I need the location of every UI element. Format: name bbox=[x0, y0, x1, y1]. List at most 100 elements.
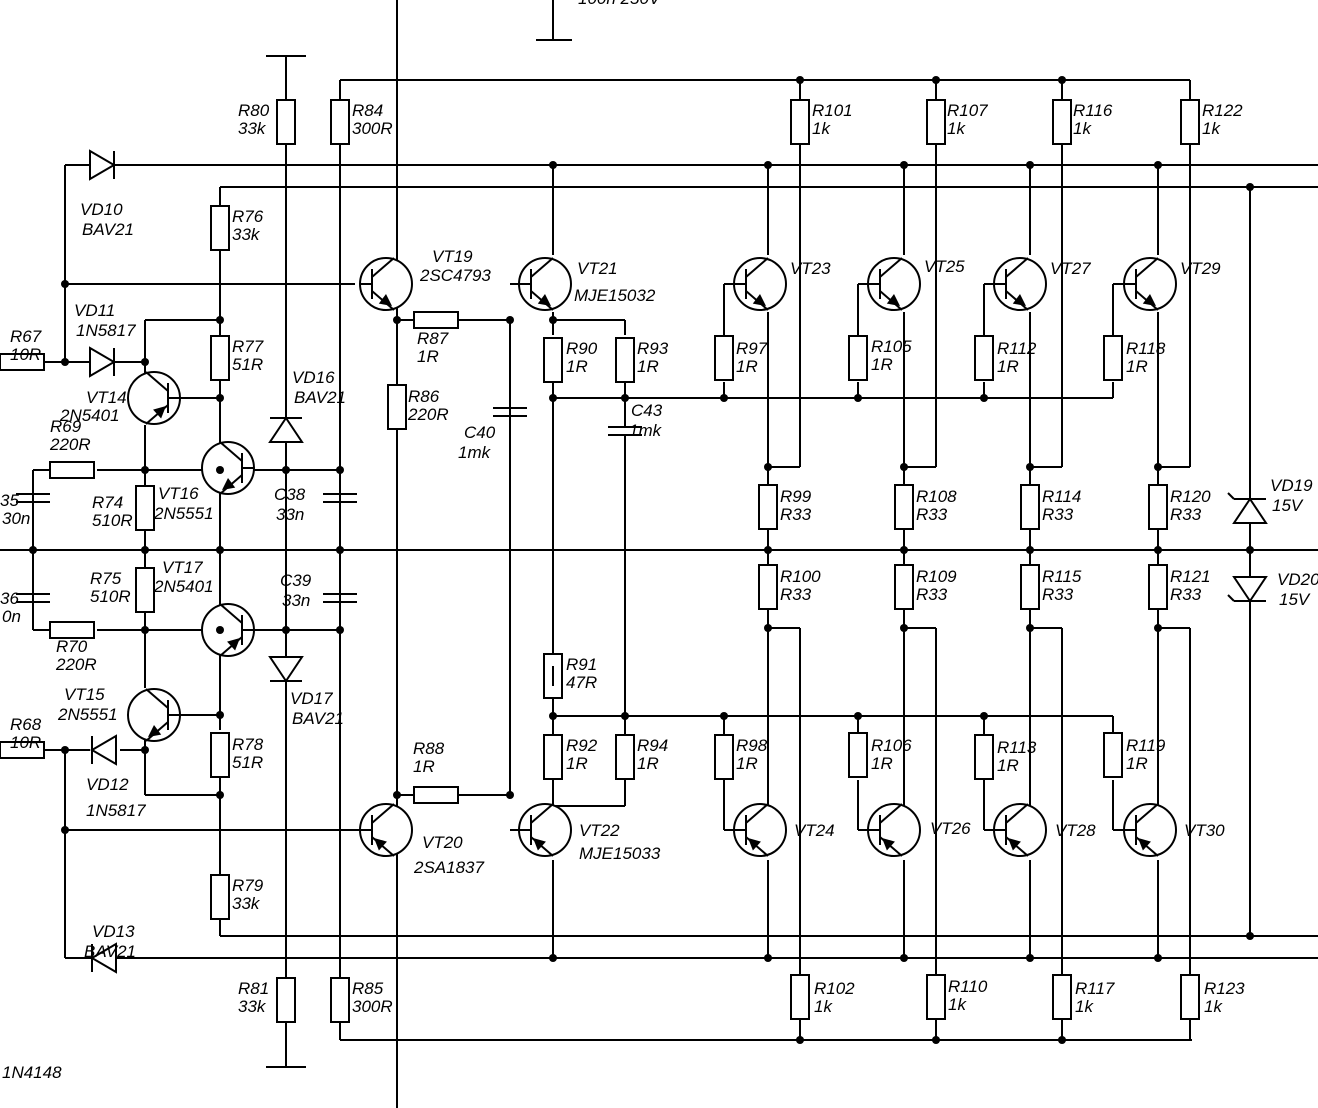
r119-value: 1R bbox=[1126, 754, 1148, 773]
junction-dot bbox=[282, 626, 290, 634]
junction-dot bbox=[141, 746, 149, 754]
junction-dot bbox=[216, 394, 224, 402]
junction-dot bbox=[1154, 463, 1162, 471]
r85-resistor bbox=[330, 977, 350, 1023]
r84-value: 300R bbox=[352, 119, 393, 138]
r90-value: 1R bbox=[566, 357, 588, 376]
junction-dot bbox=[506, 791, 514, 799]
r120-resistor bbox=[1148, 484, 1168, 530]
vt22-emitter-arrow bbox=[533, 838, 546, 851]
r117-value: 1k bbox=[1075, 997, 1094, 1016]
vt27-collector-leg bbox=[1005, 257, 1029, 278]
vt17-collector-leg bbox=[219, 603, 243, 624]
junction-dot bbox=[764, 954, 772, 962]
vt16-type: 2N5551 bbox=[153, 504, 214, 523]
vt27-ref: VT27 bbox=[1050, 259, 1091, 278]
bottom-note-label: 1N4148 bbox=[2, 1063, 62, 1082]
junction-dot bbox=[393, 791, 401, 799]
r79-ref: R79 bbox=[232, 876, 264, 895]
r118-value: 1R bbox=[1126, 357, 1148, 376]
r119-ref: R119 bbox=[1126, 736, 1166, 755]
r86-ref: R86 bbox=[408, 387, 440, 406]
c40-ref: C40 bbox=[464, 423, 496, 442]
r120-ref: R120 bbox=[1170, 487, 1211, 506]
r80-resistor bbox=[276, 99, 296, 145]
junction-dot bbox=[506, 316, 514, 324]
r94-resistor bbox=[615, 734, 635, 780]
junction-dot bbox=[141, 466, 149, 474]
r93-ref: R93 bbox=[637, 339, 669, 358]
vt21-ref: VT21 bbox=[577, 259, 618, 278]
junction-dot bbox=[720, 712, 728, 720]
r94-ref: R94 bbox=[637, 736, 668, 755]
r120-value: R33 bbox=[1170, 505, 1202, 524]
r69-value: 220R bbox=[49, 435, 91, 454]
r74-resistor bbox=[135, 485, 155, 531]
r107-resistor bbox=[926, 99, 946, 145]
junction-dot bbox=[61, 358, 69, 366]
vt14-ref: VT14 bbox=[86, 388, 127, 407]
c35-ref: 35 bbox=[0, 491, 19, 510]
c39-ref: C39 bbox=[280, 571, 312, 590]
r98-resistor bbox=[714, 734, 734, 780]
r84-ref: R84 bbox=[352, 101, 383, 120]
c38-value: 33n bbox=[276, 505, 304, 524]
r108-ref: R108 bbox=[916, 487, 957, 506]
r106-resistor bbox=[848, 732, 868, 778]
junction-dot bbox=[796, 76, 804, 84]
r106-ref: R106 bbox=[871, 736, 912, 755]
r102-resistor bbox=[790, 974, 810, 1020]
vt22-collector-leg bbox=[530, 803, 554, 824]
junction-dot bbox=[141, 358, 149, 366]
r121-resistor bbox=[1148, 564, 1168, 610]
vd12-ref: VD12 bbox=[86, 775, 129, 794]
r70-value: 220R bbox=[55, 655, 97, 674]
r102-ref: R102 bbox=[814, 979, 855, 998]
r118-ref: R118 bbox=[1126, 339, 1166, 358]
r101-ref: R101 bbox=[812, 101, 853, 120]
vd19-zener-tab bbox=[1227, 492, 1235, 500]
top-fragment-label: 100n 250V bbox=[578, 0, 662, 8]
r113-ref: R113 bbox=[997, 738, 1037, 757]
r114-value: R33 bbox=[1042, 505, 1074, 524]
r99-resistor bbox=[758, 484, 778, 530]
junction-dot bbox=[216, 316, 224, 324]
r107-ref: R107 bbox=[947, 101, 988, 120]
r81-resistor bbox=[276, 977, 296, 1023]
r77-resistor bbox=[210, 335, 230, 381]
junction-dot bbox=[549, 316, 557, 324]
junction-dot bbox=[29, 546, 37, 554]
c40-value: 1mk bbox=[458, 443, 492, 462]
vd13-type: BAV21 bbox=[84, 942, 136, 961]
r78-resistor bbox=[210, 732, 230, 778]
junction-dot bbox=[393, 316, 401, 324]
vt23-emitter-arrow bbox=[752, 294, 766, 306]
junction-dot bbox=[216, 791, 224, 799]
r123-ref: R123 bbox=[1204, 979, 1245, 998]
vd10-diode bbox=[89, 149, 116, 181]
vd20-ref: VD20 bbox=[1277, 570, 1318, 589]
junction-dot bbox=[900, 161, 908, 169]
junction-dot bbox=[1246, 546, 1254, 554]
vt14-collector-leg bbox=[145, 371, 169, 392]
junction-dot bbox=[141, 546, 149, 554]
r121-value: R33 bbox=[1170, 585, 1202, 604]
r77-value: 51R bbox=[232, 355, 263, 374]
r69-ref: R69 bbox=[50, 417, 82, 436]
r115-ref: R115 bbox=[1042, 567, 1082, 586]
junction-dot bbox=[549, 954, 557, 962]
vt20-ref: VT20 bbox=[422, 833, 463, 852]
vd13-ref: VD13 bbox=[92, 922, 135, 941]
vt15-emitter-arrow bbox=[148, 725, 162, 737]
junction-dot bbox=[61, 826, 69, 834]
vd12-type: 1N5817 bbox=[86, 801, 146, 820]
r80-ref: R80 bbox=[238, 101, 270, 120]
vd10-type: BAV21 bbox=[82, 220, 134, 239]
c35-value: 30n bbox=[2, 509, 30, 528]
vt29-ref: VT29 bbox=[1180, 259, 1221, 278]
r113-value: 1R bbox=[997, 756, 1019, 775]
junction-dot bbox=[900, 954, 908, 962]
r87-ref: R87 bbox=[417, 329, 449, 348]
junction-dot bbox=[932, 76, 940, 84]
r68-resistor bbox=[0, 741, 45, 759]
